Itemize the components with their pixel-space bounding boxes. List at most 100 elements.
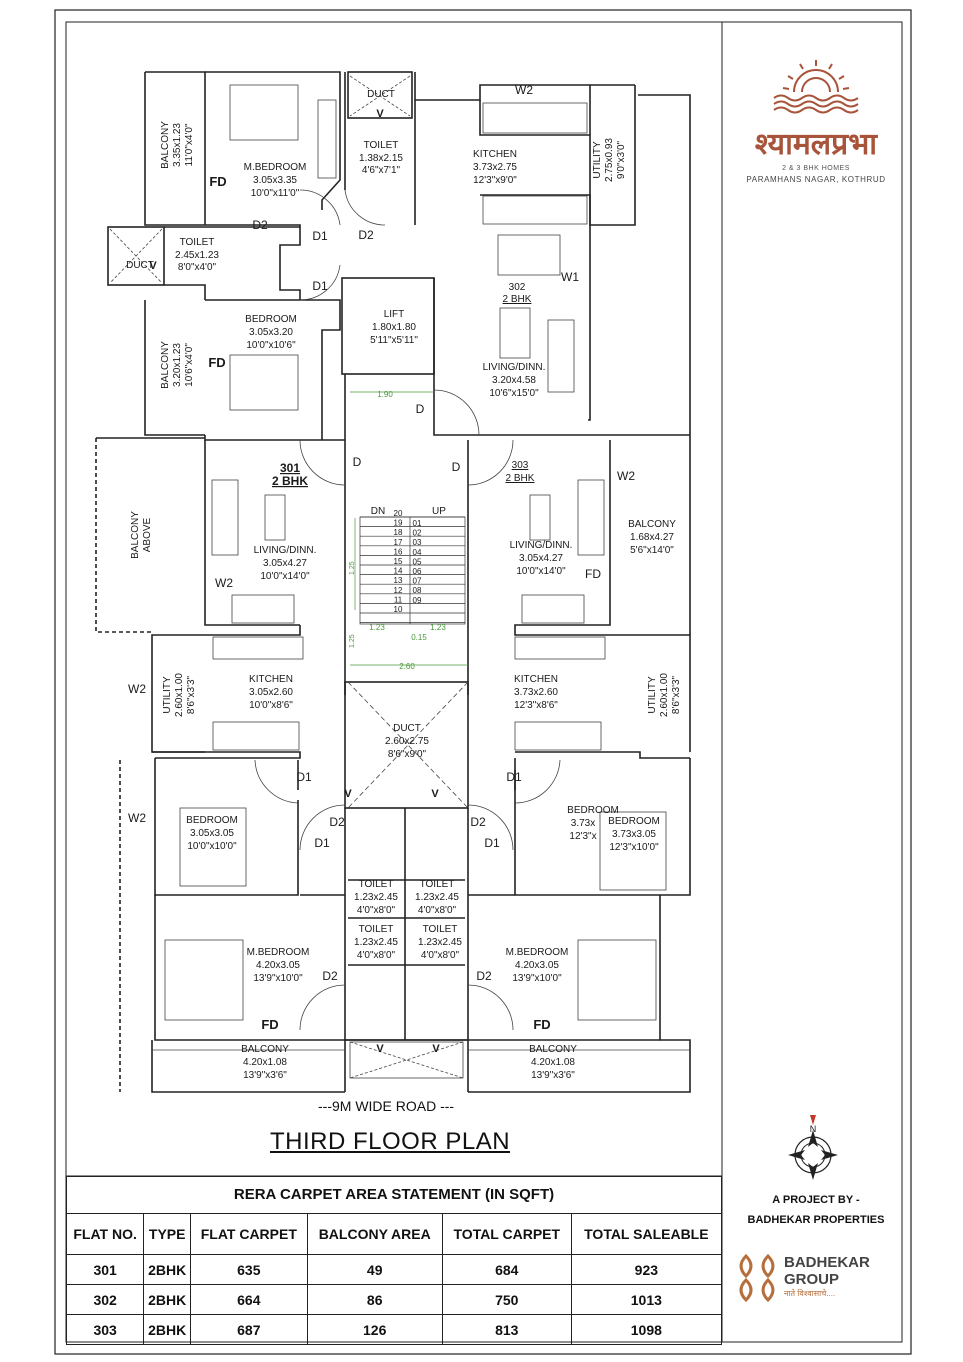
plan-walls <box>95 71 691 1093</box>
dim-flight: 1.23 <box>369 623 385 632</box>
french-door-label: FD <box>209 174 226 189</box>
stair-step-number: 04 <box>413 548 422 557</box>
room-dim: 4.20x1.08 <box>531 1057 575 1068</box>
staircase <box>350 391 468 666</box>
room-dim: 3.05x4.27 <box>519 553 563 564</box>
cell: 1013 <box>570 1284 723 1315</box>
room-dim: 3.73x <box>571 818 595 829</box>
cell: 684 <box>441 1254 572 1285</box>
room-dim-imperial: 10'0"x10'0" <box>187 841 237 852</box>
window-label: W2 <box>128 682 146 696</box>
window-label: W1 <box>561 270 579 284</box>
stair-step-number: 09 <box>413 596 422 605</box>
svg-text:BALCONYABOVE: BALCONYABOVE <box>130 511 153 559</box>
room-dim: 3.73x2.75 <box>473 162 517 173</box>
header-cell: TOTAL CARPET <box>441 1213 572 1255</box>
dim-landing: 1.25 <box>349 634 356 648</box>
flat-number: 303 <box>512 460 529 471</box>
flat-number: 302 <box>509 282 526 293</box>
room-dim-imperial: 13'9"x3'6" <box>243 1070 287 1081</box>
room-name: LIFT <box>384 309 405 320</box>
stair-step-number: 02 <box>413 529 422 538</box>
door-label: D1 <box>314 836 330 850</box>
room-dim: 3.05x4.27 <box>263 558 307 569</box>
cell: 126 <box>306 1314 443 1345</box>
room-dim: 1.23x2.45 <box>415 892 459 903</box>
door-label: D1 <box>312 229 328 243</box>
table-row: 302 2BHK 664 86 750 1013 <box>65 1284 723 1315</box>
room-dim-imperial: 11'0"x4'0" <box>184 123 195 166</box>
room-name: TOILET <box>420 879 455 890</box>
duct-v-labels: V V V V V V <box>149 108 440 1055</box>
window-label: W2 <box>515 83 533 97</box>
room-dim-imperial: 10'0"x8'6" <box>249 700 293 711</box>
room-dim: 4.20x1.08 <box>243 1057 287 1068</box>
room-dim-imperial: 8'6"x3'3" <box>186 675 197 714</box>
room-dim-imperial: 8'0"x4'0" <box>178 262 217 273</box>
north-arrow-icon: N <box>788 1115 838 1180</box>
room-name: BEDROOM <box>186 815 238 826</box>
room-name: TOILET <box>359 879 394 890</box>
stair-step-number: 17 <box>394 538 403 547</box>
room-name: UTILITY <box>592 141 603 179</box>
room-name: BALCONY <box>160 121 171 169</box>
table-row: 303 2BHK 687 126 813 1098 <box>65 1314 723 1345</box>
room-dim-imperial: 8'6"x3'3" <box>671 675 682 714</box>
room-name: KITCHEN <box>249 674 293 685</box>
cell: 750 <box>441 1284 572 1315</box>
cell: 687 <box>190 1314 308 1345</box>
room-dim: 2.60x1.00 <box>659 673 670 717</box>
cell: 2BHK <box>143 1254 192 1285</box>
cell: 923 <box>570 1254 723 1285</box>
window-label: W2 <box>215 576 233 590</box>
door-label: D1 <box>296 770 312 784</box>
plan-title: THIRD FLOOR PLAN <box>270 1128 511 1155</box>
door-label: D2 <box>252 218 268 232</box>
table-row: 301 2BHK 635 49 684 923 <box>65 1254 723 1285</box>
room-dim: 3.35x1.23 <box>172 123 183 167</box>
developer-name: BADHEKAR PROPERTIES <box>747 1214 885 1226</box>
group-name-line2: GROUP <box>784 1271 840 1288</box>
french-door-label: FD <box>261 1017 278 1032</box>
room-dim-imperial: 4'0"x8'0" <box>357 905 396 916</box>
room-dim: 3.05x2.60 <box>249 687 293 698</box>
flat-type: 2 BHK <box>272 474 308 488</box>
room-dim-imperial: 10'6"x4'0" <box>184 343 195 387</box>
door-label: D1 <box>506 770 522 784</box>
cell: 635 <box>190 1254 308 1285</box>
room-dim-imperial: 12'3"x10'0" <box>609 842 659 853</box>
room-dim-imperial: 12'3"x9'0" <box>473 175 517 186</box>
room-dim-imperial: 4'0"x8'0" <box>357 950 396 961</box>
dim-gap: 0.15 <box>411 633 427 642</box>
room-dim-imperial: 13'9"x3'6" <box>531 1070 575 1081</box>
stair-step-number: 03 <box>413 538 422 547</box>
door-label: D <box>353 455 362 469</box>
dim-stair-width: 2.60 <box>399 662 415 671</box>
svg-text:BALCONY3.20x1.2310'6"x4'0": BALCONY3.20x1.2310'6"x4'0" <box>160 341 195 389</box>
header-cell: BALCONY AREA <box>306 1213 443 1255</box>
room-dim: 3.20x1.23 <box>172 343 183 387</box>
stair-step-number: 08 <box>413 586 422 595</box>
room-dim: 1.23x2.45 <box>354 892 398 903</box>
room-dim: 1.23x2.45 <box>418 937 462 948</box>
svg-text:BALCONY3.35x1.2311'0"x4'0": BALCONY3.35x1.2311'0"x4'0" <box>160 121 195 169</box>
outer-border <box>54 9 912 1355</box>
v-mark: V <box>149 260 157 272</box>
cell: 49 <box>306 1254 443 1285</box>
